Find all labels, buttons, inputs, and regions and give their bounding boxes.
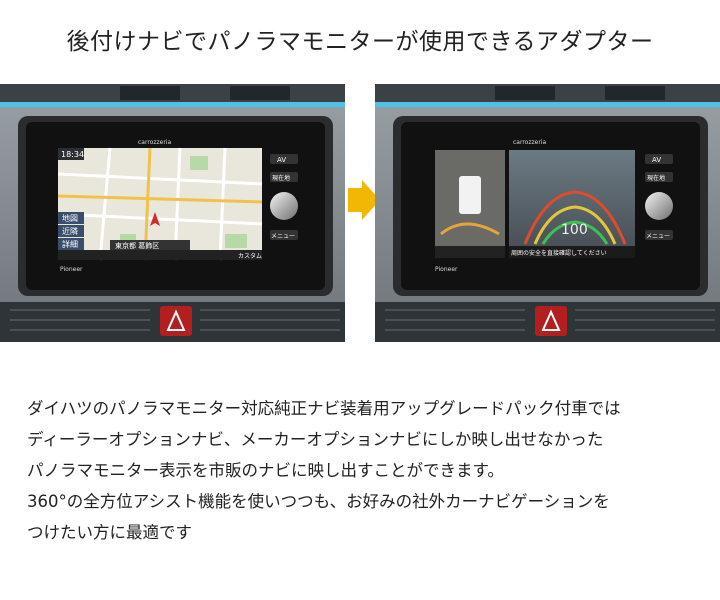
headline: 後付けナビでパノラマモニターが使用できるアダプター: [66, 29, 654, 55]
description-line: つけたい方に最適です: [27, 523, 192, 542]
svg-text:現在地: 現在地: [647, 174, 665, 182]
description-line: パノラマモニター表示を市販のナビに映し出すことができます。: [27, 461, 504, 480]
volume-knob: [645, 192, 673, 220]
volume-knob: [270, 192, 298, 220]
arrow-right-icon: [348, 180, 380, 220]
svg-text:AV: AV: [277, 156, 286, 164]
svg-text:18:34: 18:34: [61, 150, 84, 159]
svg-text:carrozzeria: carrozzeria: [138, 139, 171, 146]
photo-after: 100 周囲の安全を直接確認してください carrozzeria Pioneer…: [375, 84, 720, 342]
svg-text:近隣: 近隣: [62, 226, 78, 236]
description: ダイハツのパノラマモニター対応純正ナビ装着用アップグレードパック付車では ディー…: [27, 393, 697, 548]
navi-panorama-photo: 100 周囲の安全を直接確認してください carrozzeria Pioneer…: [375, 84, 720, 342]
photo-before: 18:34 地図 近隣 詳細 東京都 葛飾区 カスタム carrozzeria …: [0, 84, 345, 342]
svg-text:東京都 葛飾区: 東京都 葛飾区: [115, 241, 159, 250]
description-line: ダイハツのパノラマモニター対応純正ナビ装着用アップグレードパック付車では: [27, 399, 621, 418]
car-topview-icon: [459, 176, 481, 214]
navi-map-photo: 18:34 地図 近隣 詳細 東京都 葛飾区 カスタム carrozzeria …: [0, 84, 345, 342]
description-line: 360°の全方位アシスト機能を使いつつも、お好みの社外カーナビゲーションを: [27, 492, 610, 511]
svg-text:カスタム: カスタム: [238, 252, 262, 260]
svg-text:Pioneer: Pioneer: [60, 266, 83, 273]
svg-text:メニュー: メニュー: [646, 233, 670, 240]
svg-text:周囲の安全を直接確認してください: 周囲の安全を直接確認してください: [511, 249, 607, 257]
navi-menu: 地図 近隣 詳細: [58, 212, 84, 250]
svg-text:carrozzeria: carrozzeria: [513, 139, 546, 146]
description-line: ディーラーオプションナビ、メーカーオプションナビにしか映し出せなかった: [27, 430, 604, 449]
svg-text:AV: AV: [652, 156, 661, 164]
position-arrow-icon: [150, 212, 160, 226]
svg-text:地図: 地図: [62, 213, 78, 223]
svg-text:100: 100: [561, 222, 588, 238]
svg-text:Pioneer: Pioneer: [435, 266, 458, 273]
svg-text:現在地: 現在地: [272, 174, 290, 182]
svg-text:詳細: 詳細: [62, 239, 78, 249]
svg-text:メニュー: メニュー: [271, 233, 295, 240]
